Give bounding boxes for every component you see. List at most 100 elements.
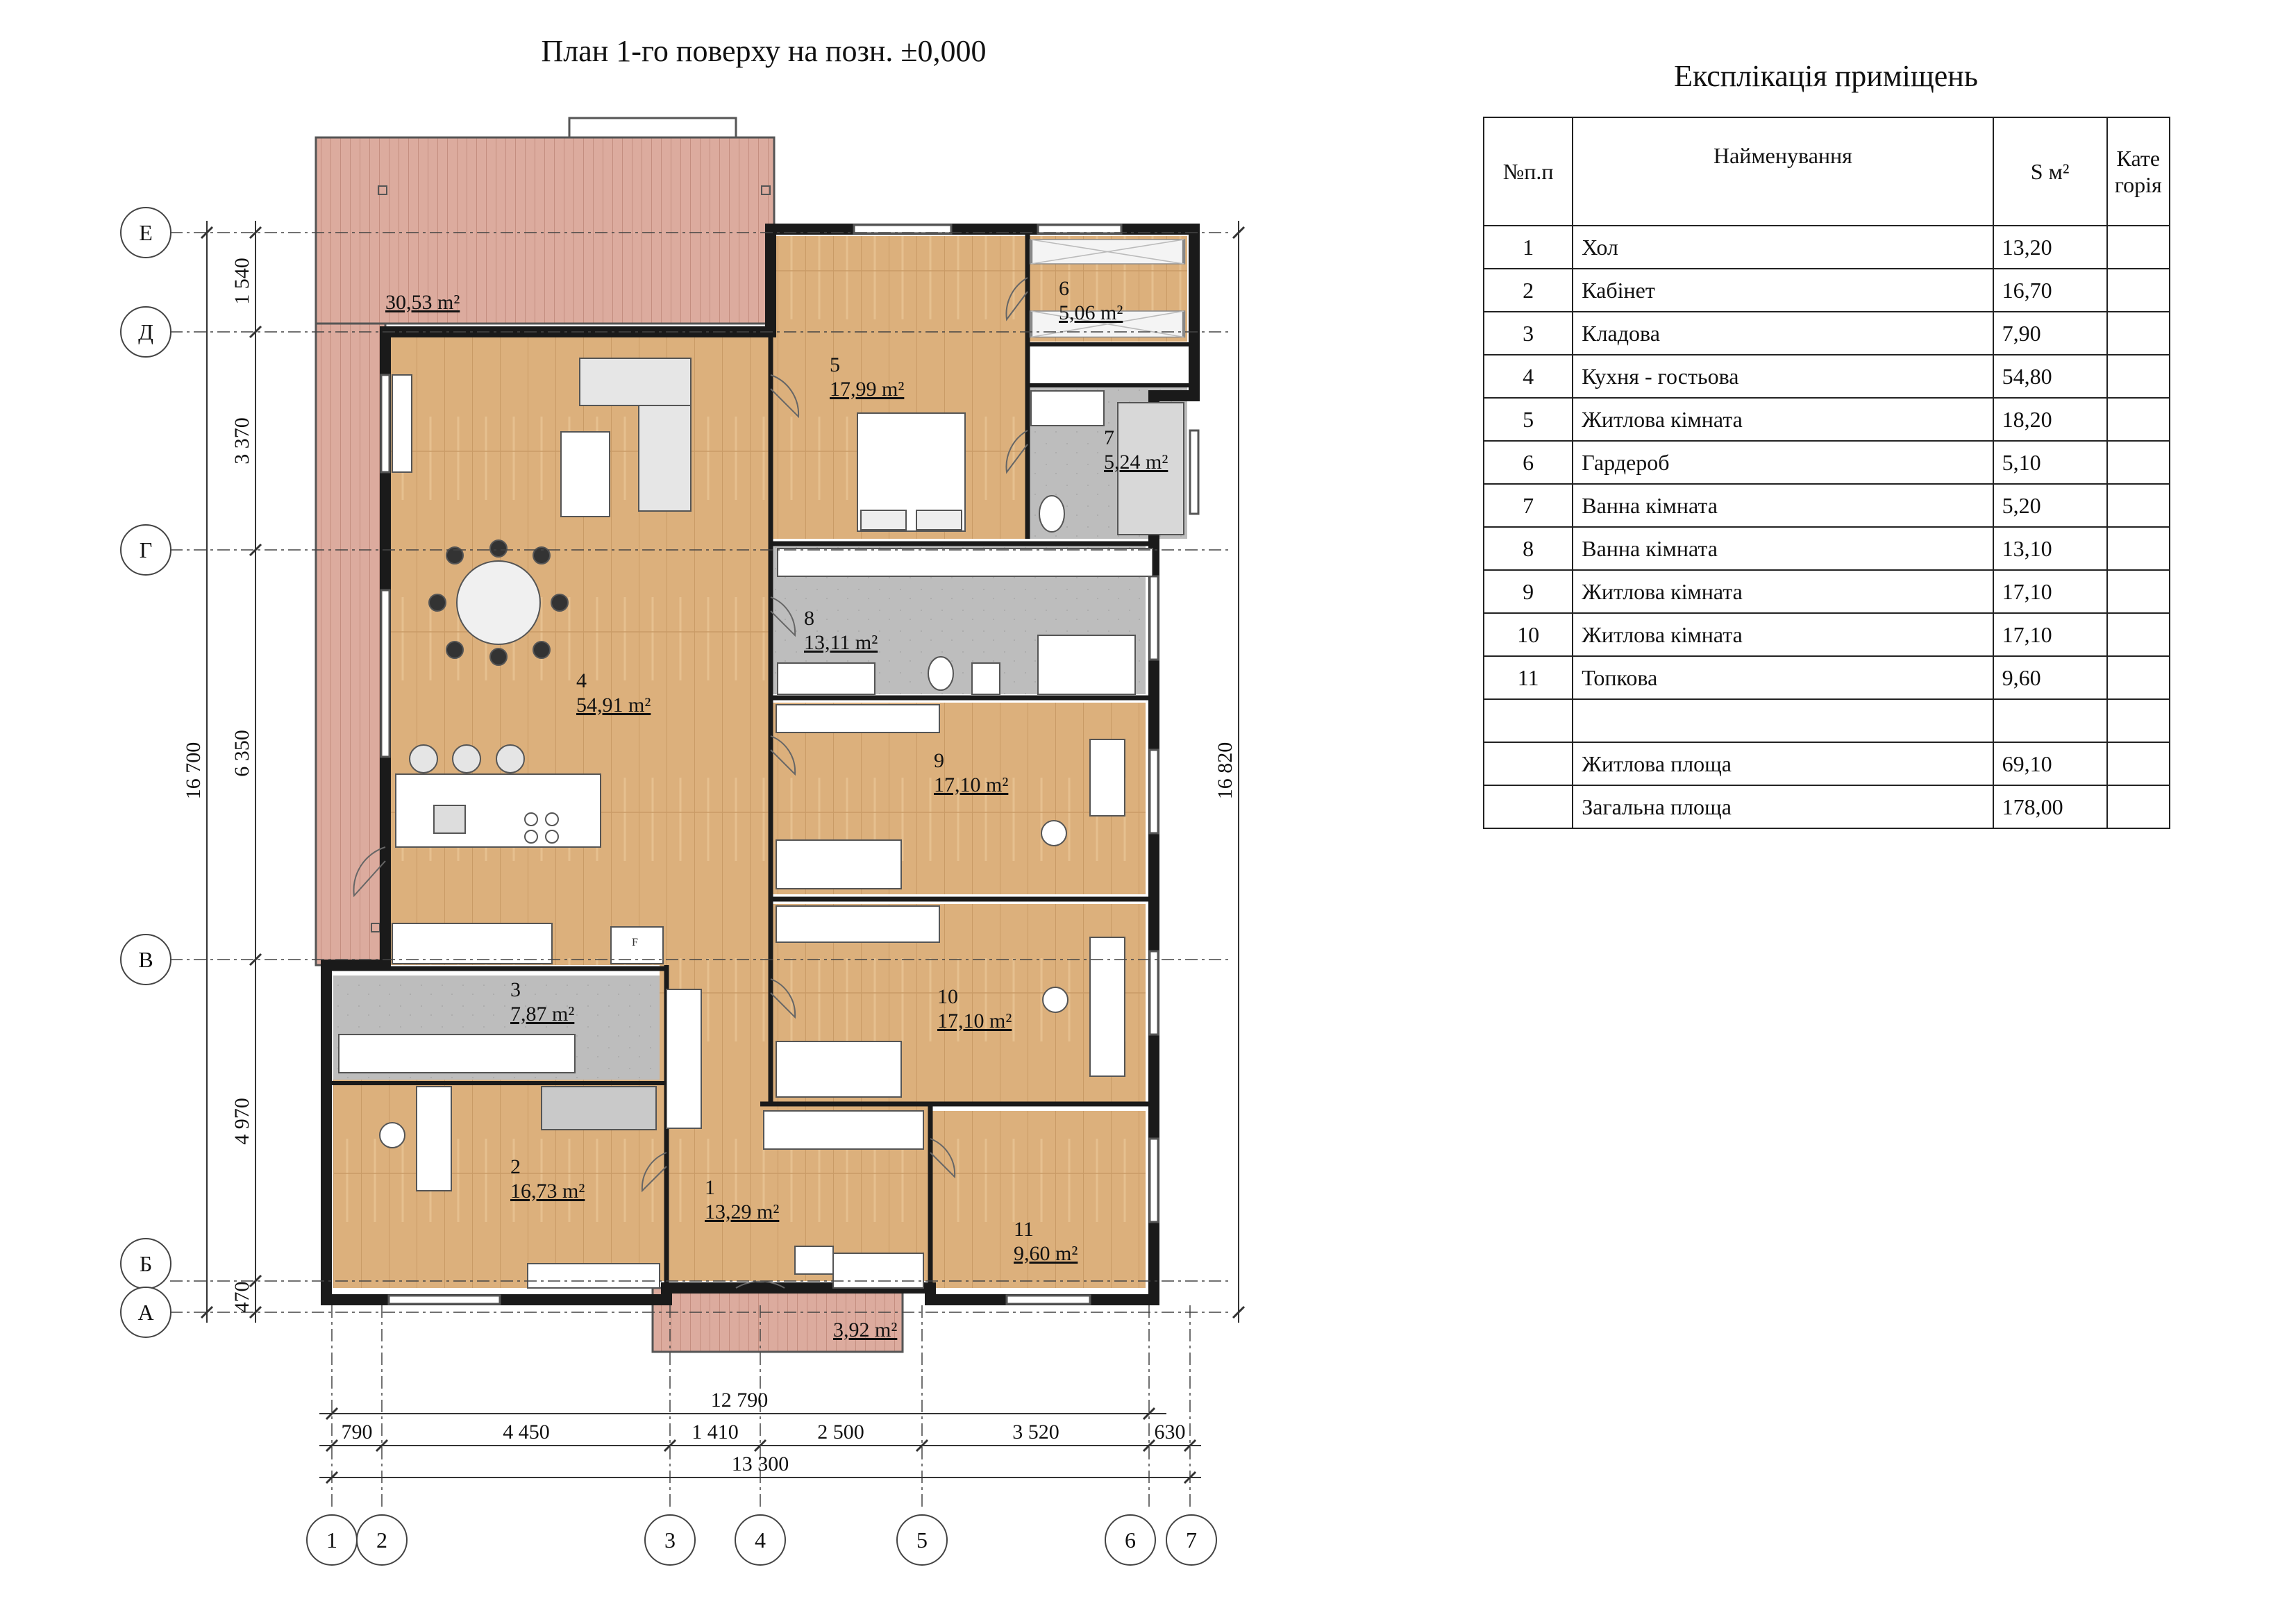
cell-area: 16,70 (1992, 268, 2108, 312)
cell-area: 5,10 (1992, 440, 2108, 485)
cell-name: Топкова (1572, 655, 1994, 700)
cell-name: Житлова кімната (1572, 612, 1994, 657)
cell-number: 8 (1482, 526, 1574, 571)
axis-col-marker-circle (735, 1514, 786, 1566)
cell-category (2106, 225, 2171, 269)
room-1-number: 1 (705, 1176, 715, 1199)
cell-number: 4 (1482, 354, 1574, 399)
room-2-number: 2 (510, 1155, 521, 1178)
axis-col-marker-label: 4 (755, 1527, 766, 1552)
cell-number: 6 (1482, 440, 1574, 485)
axis-col-marker-circle (644, 1514, 696, 1566)
header-name: Найменування (1572, 117, 1994, 226)
cell-name: Ванна кімната (1572, 483, 1994, 528)
room-6-area: 5,06 m² (1059, 301, 1123, 324)
cell-number (1482, 742, 1574, 786)
cell-number: 1 (1482, 225, 1574, 269)
windows (380, 224, 1200, 1305)
cell-category (2106, 569, 2171, 614)
cell-number: 2 (1482, 268, 1574, 312)
axis-row-marker-label: Е (139, 220, 153, 245)
cell-category (2106, 268, 2171, 312)
cell-area: 69,10 (1992, 742, 2108, 786)
room-6-number: 6 (1059, 277, 1069, 300)
dim-left-segment: 3 370 (231, 417, 253, 464)
dim-left-segment: 470 (231, 1282, 253, 1313)
axis-col-marker-label: 6 (1125, 1527, 1136, 1552)
cell-category (2106, 526, 2171, 571)
cell-category (2106, 742, 2171, 786)
dim-left-total: 16 700 (182, 742, 205, 800)
cell-number (1482, 698, 1574, 743)
cell-area: 13,20 (1992, 225, 2108, 269)
cell-name: Гардероб (1572, 440, 1994, 485)
cell-name: Кабінет (1572, 268, 1994, 312)
dimension-lines (200, 221, 1246, 1484)
room-3-number: 3 (510, 978, 521, 1001)
cell-number: 7 (1482, 483, 1574, 528)
dim-right-total: 16 820 (1214, 742, 1237, 800)
axis-col-marker-label: 7 (1186, 1527, 1197, 1552)
axis-row-marker-circle (120, 524, 171, 576)
axis-lines (170, 232, 1229, 1510)
dim-bottom-top-total: 12 790 (711, 1389, 769, 1412)
cell-name: Житлова кімната (1572, 569, 1994, 614)
room-1-area: 13,29 m² (705, 1200, 779, 1223)
room-2-area: 16,73 m² (510, 1180, 585, 1203)
cell-name (1572, 698, 1994, 743)
cell-area: 5,20 (1992, 483, 2108, 528)
axis-col-marker-label: 3 (664, 1527, 676, 1552)
room-5-number: 5 (830, 353, 840, 376)
axis-col-marker-circle (356, 1514, 408, 1566)
table-row-empty (1482, 698, 2171, 743)
room-9-area: 17,10 m² (934, 773, 1008, 796)
axis-row-marker-circle (120, 934, 171, 985)
plan-title: План 1-го поверху на позн. ±0,000 (541, 34, 987, 68)
dim-bottom-segment: 1 410 (692, 1421, 739, 1443)
room-7-number: 7 (1104, 426, 1114, 449)
cell-area: 178,00 (1992, 785, 2108, 829)
cell-number: 9 (1482, 569, 1574, 614)
svg-text:F: F (632, 937, 638, 948)
dim-bottom-segment: 4 450 (503, 1421, 550, 1443)
porch-area: 3,92 m² (833, 1319, 897, 1341)
dim-bottom-segment: 2 500 (817, 1421, 864, 1443)
cell-name: Житлова площа (1572, 742, 1994, 786)
room-10-number: 10 (937, 985, 958, 1008)
cell-name: Кухня - гостьова (1572, 354, 1994, 399)
cell-name: Хол (1572, 225, 1994, 269)
axis-row-marker-label: А (137, 1300, 153, 1325)
axis-row-marker-label: Г (140, 537, 153, 562)
cell-number: 5 (1482, 397, 1574, 442)
cell-area (1992, 698, 2108, 743)
cell-name: Ванна кімната (1572, 526, 1994, 571)
cell-category (2106, 483, 2171, 528)
room-7-area: 5,24 m² (1104, 451, 1168, 474)
cell-number (1482, 785, 1574, 829)
cell-area: 13,10 (1992, 526, 2108, 571)
header-area: S м² (1992, 117, 2108, 226)
room-3-area: 7,87 m² (510, 1003, 574, 1026)
axis-col-marker-label: 1 (326, 1527, 337, 1552)
cell-area: 9,60 (1992, 655, 2108, 700)
axis-col-marker-label: 5 (916, 1527, 928, 1552)
porch (651, 1287, 904, 1353)
terrace-area: 30,53 m² (385, 291, 460, 314)
header-number: №п.п (1482, 117, 1574, 226)
axis-row-marker-circle (120, 306, 171, 358)
cell-category (2106, 655, 2171, 700)
room-9-number: 9 (934, 749, 944, 772)
